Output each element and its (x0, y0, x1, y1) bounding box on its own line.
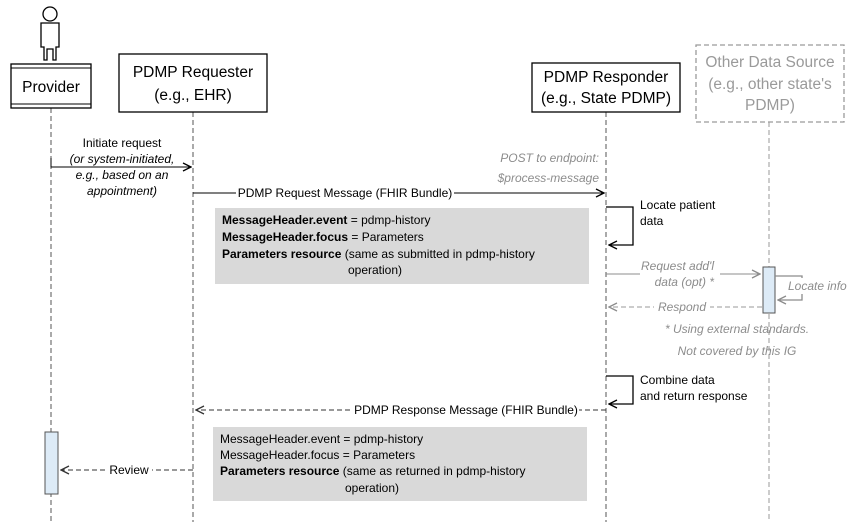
response-note-params: Parameters resource (same as returned in… (220, 464, 526, 478)
response-note: MessageHeader.event = pdmp-history Messa… (213, 427, 587, 501)
request-addl-line-1-top: Request add'l (641, 259, 714, 273)
response-note-event: MessageHeader.event = pdmp-history (220, 432, 423, 446)
response-note-focus: MessageHeader.focus = Parameters (220, 448, 415, 462)
request-note-event: MessageHeader.event = pdmp-history (222, 213, 430, 227)
other-source-activation (762, 266, 776, 314)
response-message-label: PDMP Response Message (FHIR Bundle) (354, 403, 578, 417)
request-addl-line-2-top: data (opt) * (655, 275, 715, 289)
provider-label: Provider (22, 79, 80, 96)
other-source-subtitle: (e.g., other state's (708, 76, 832, 93)
response-message-label-bg (353, 403, 579, 417)
other-source-subtitle-2: PDMP) (745, 97, 795, 114)
provider-box: Provider (10, 63, 92, 109)
locate-patient-line-2: data (640, 214, 664, 228)
provider-actor-icon (40, 6, 60, 61)
review-label-bg (106, 463, 152, 477)
request-note-params-cont: operation) (348, 263, 402, 277)
request-message-label: PDMP Request Message (FHIR Bundle) (238, 186, 453, 200)
responder-box: PDMP Responder (e.g., State PDMP) (531, 62, 681, 113)
requester-subtitle: (e.g., EHR) (154, 87, 232, 104)
responder-subtitle: (e.g., State PDMP) (541, 90, 671, 107)
responder-title: PDMP Responder (544, 69, 669, 86)
locate-info-label-bg (785, 278, 851, 294)
initiate-note-line-3: appointment) (87, 184, 157, 198)
post-label-line-1: POST to endpoint: (500, 151, 599, 165)
combine-arrow (606, 375, 634, 404)
external-note-line-2: Not covered by this IG (678, 344, 797, 358)
locate-patient-arrow (606, 206, 634, 245)
request-message-label-bg (236, 186, 454, 200)
request-note: MessageHeader.event = pdmp-history Messa… (215, 208, 589, 284)
initiate-note-line-1: (or system-initiated, (70, 152, 175, 166)
respond-label: Respond (658, 300, 706, 314)
request-note-focus: MessageHeader.focus = Parameters (222, 230, 424, 244)
provider-activation (44, 431, 59, 495)
initiate-note-line-2: e.g., based on an (76, 168, 169, 182)
request-addl-label-bg (640, 262, 720, 288)
response-note-params-cont: operation) (345, 481, 399, 495)
initiate-label: Initiate request (83, 136, 162, 150)
requester-box: PDMP Requester (e.g., EHR) (118, 53, 268, 113)
initiate-arrow (50, 158, 191, 167)
post-label-line-2: $process-message (497, 171, 600, 185)
review-label: Review (109, 463, 149, 477)
locate-patient-line-1: Locate patient (640, 198, 716, 212)
requester-title: PDMP Requester (133, 64, 253, 81)
request-note-params: Parameters resource (same as submitted i… (222, 247, 535, 261)
respond-label-bg (654, 299, 710, 314)
other-source-box: Other Data Source (e.g., other state's P… (695, 44, 845, 123)
locate-info-label: Locate info (788, 279, 847, 293)
combine-line-1: Combine data (640, 373, 715, 387)
other-source-title: Other Data Source (705, 54, 834, 71)
combine-line-2: and return response (640, 389, 748, 403)
external-note-line-1: * Using external standards. (665, 322, 809, 336)
